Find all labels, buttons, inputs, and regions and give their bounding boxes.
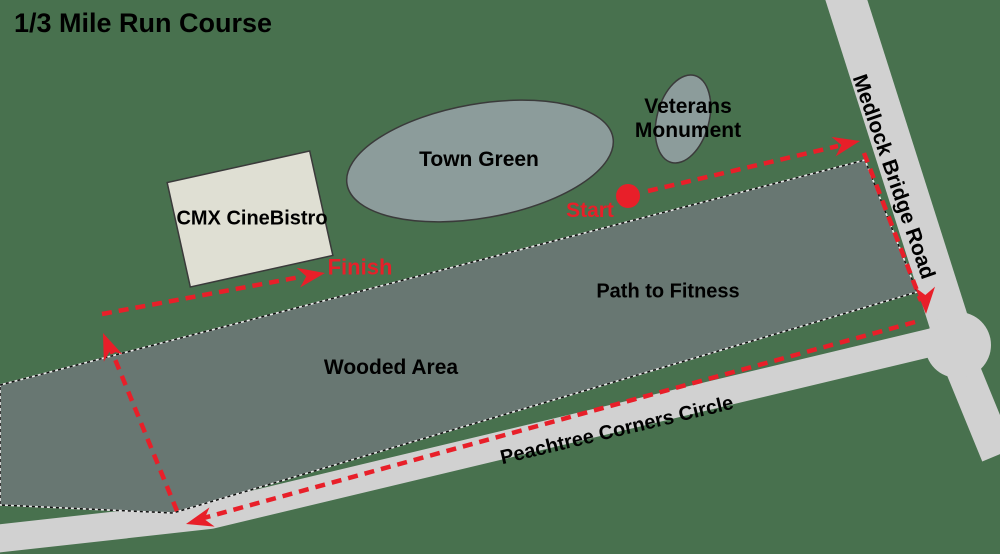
medlock-bridge-road <box>825 0 972 339</box>
arrow-icon <box>103 333 123 362</box>
wooded-area-label: Wooded Area <box>323 355 459 379</box>
finish-label: Finish <box>327 254 393 280</box>
cmx-cinebistro-label: CMX CineBistro <box>176 207 328 230</box>
veterans-monument-label: Veterans Monument <box>635 95 741 143</box>
veterans-monument-label-line1: Veterans <box>644 94 732 118</box>
roundabout <box>925 312 991 378</box>
start-label: Start <box>566 198 614 222</box>
route-along-medlock <box>861 152 924 302</box>
run-course-route <box>101 143 924 522</box>
route-cut-through <box>107 346 180 512</box>
arrow-icon <box>831 136 860 157</box>
town-green-label: Town Green <box>419 147 539 171</box>
arrow-icon <box>915 286 936 314</box>
park-parcel-dashed-border <box>0 159 918 514</box>
path-to-fitness-label: Path to Fitness <box>596 280 740 303</box>
cmx-cinebistro-building <box>166 150 334 288</box>
veterans-monument-oval <box>654 74 712 164</box>
peachtree-corners-circle-road <box>0 324 954 553</box>
arrow-icon <box>296 267 325 288</box>
route-along-peachtree <box>199 319 916 522</box>
route-arrowheads <box>103 136 936 527</box>
page-title: 1/3 Mile Run Course <box>14 8 273 38</box>
route-start-to-medlock <box>647 143 839 194</box>
arrow-icon <box>186 507 215 527</box>
town-green-oval <box>345 99 615 223</box>
start-dot-icon <box>616 184 640 208</box>
veterans-monument-label-line2: Monument <box>634 119 742 142</box>
